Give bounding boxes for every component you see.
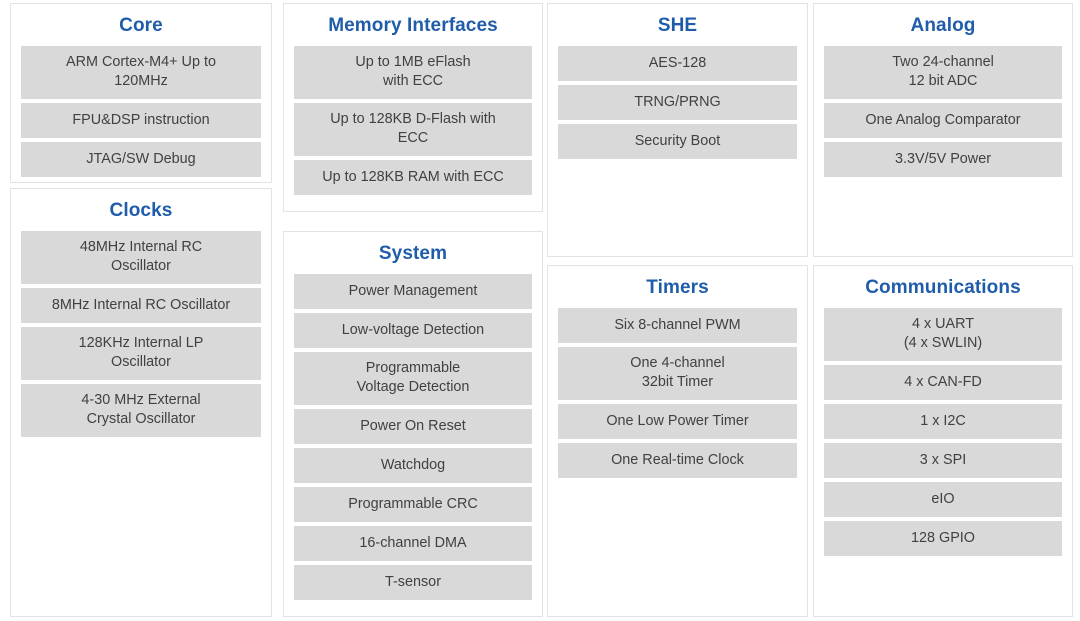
panel-title-system: System [378, 243, 448, 264]
feature-box: 3 x SPI [824, 443, 1062, 478]
feature-box: Security Boot [558, 124, 797, 159]
feature-box: One Low Power Timer [558, 404, 797, 439]
feature-box: 1 x I2C [824, 404, 1062, 439]
panel-title-memory-interfaces: Memory Interfaces [328, 15, 498, 36]
panel-items-communications: 4 x UART(4 x SWLIN) 4 x CAN-FD 1 x I2C 3 x … [814, 308, 1072, 556]
feature-box: TRNG/PRNG [558, 85, 797, 120]
panel-title-analog: Analog [910, 15, 976, 36]
feature-box: Programmable CRC [294, 487, 532, 522]
feature-box: 128 GPIO [824, 521, 1062, 556]
feature-box: Power On Reset [294, 409, 532, 444]
feature-box: T-sensor [294, 565, 532, 600]
feature-box: One Real-time Clock [558, 443, 797, 478]
panel-title-core: Core [119, 15, 163, 36]
panel-title-she: SHE [657, 15, 698, 36]
feature-box: AES-128 [558, 46, 797, 81]
feature-box: 3.3V/5V Power [824, 142, 1062, 177]
feature-box: Up to 128KB RAM with ECC [294, 160, 532, 195]
feature-box: 4 x CAN-FD [824, 365, 1062, 400]
feature-box: Six 8-channel PWM [558, 308, 797, 343]
feature-box: Watchdog [294, 448, 532, 483]
feature-box: FPU&DSP instruction [21, 103, 261, 138]
panel-title-clocks: Clocks [109, 200, 173, 221]
feature-box: eIO [824, 482, 1062, 517]
feature-box: Low-voltage Detection [294, 313, 532, 348]
panel-title-timers: Timers [646, 277, 709, 298]
panel-communications: Communications 4 x UART(4 x SWLIN) 4 x CA… [813, 265, 1073, 617]
feature-box: Power Management [294, 274, 532, 309]
feature-box: 8MHz Internal RC Oscillator [21, 288, 261, 323]
feature-box: One Analog Comparator [824, 103, 1062, 138]
feature-box: JTAG/SW Debug [21, 142, 261, 177]
feature-box: 16-channel DMA [294, 526, 532, 561]
feature-box: 4 x UART(4 x SWLIN) [824, 308, 1062, 361]
panel-title-communications: Communications [865, 277, 1021, 298]
